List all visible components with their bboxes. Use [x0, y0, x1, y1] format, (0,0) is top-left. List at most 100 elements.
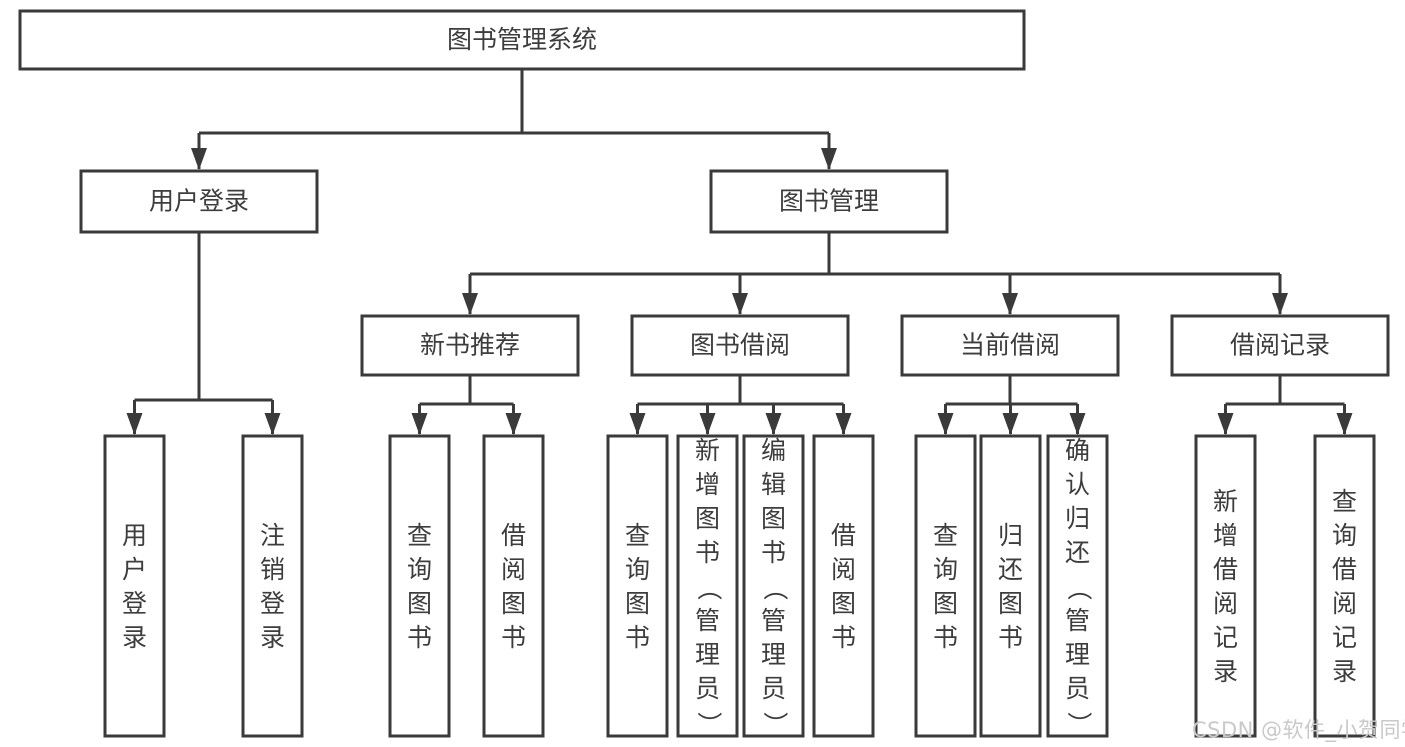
leaf-label-char: ） [1065, 711, 1094, 736]
level2-node[interactable]: 用户登录 [79, 169, 319, 234]
arrow-head [629, 413, 646, 435]
node-layer: 图书管理系统用户登录图书管理新书推荐图书借阅当前借阅借阅记录用户登录注销登录查询… [18, 9, 1390, 738]
leaf-box [482, 434, 545, 738]
leaf-label-char: 查 [1332, 487, 1357, 516]
leaf-label-char: 图 [501, 589, 526, 618]
level3-node[interactable]: 图书借阅 [630, 314, 850, 377]
leaf-label-char: 借 [1332, 555, 1357, 584]
leaf-label-char: 阅 [501, 555, 526, 584]
leaf-label-char: 书 [625, 623, 650, 652]
leaf-label-char: 户 [122, 555, 147, 584]
arrow-head [126, 413, 143, 435]
leaf-label-char: 还 [998, 555, 1023, 584]
arrow-head [1002, 413, 1019, 435]
leaf-box [606, 434, 669, 738]
arrow-head [505, 413, 522, 435]
node-label: 用户登录 [149, 187, 249, 216]
node-label: 图书管理 [779, 187, 879, 216]
leaf-label-char: 询 [933, 555, 958, 584]
node-label: 图书管理系统 [447, 25, 597, 54]
node-box [1170, 314, 1390, 377]
leaf-label-char: 员 [695, 674, 720, 703]
arrow-head [411, 413, 428, 435]
leaf-box [103, 434, 166, 738]
level3-node[interactable]: 借阅记录 [1170, 314, 1390, 377]
leaf-node[interactable]: 用户登录 [103, 434, 166, 738]
arrow-head [732, 293, 748, 315]
leaf-box [812, 434, 875, 738]
leaf-label-char: 增 [1213, 521, 1238, 550]
leaf-label-char: 确 [1065, 436, 1090, 465]
arrow-head [1069, 413, 1086, 435]
leaf-label-char: 录 [1213, 657, 1238, 686]
level3-node[interactable]: 当前借阅 [900, 314, 1120, 377]
leaf-label-char: 图 [625, 589, 650, 618]
arrow-head [1002, 293, 1018, 315]
leaf-label-char: 书 [998, 623, 1023, 652]
leaf-box [1194, 434, 1257, 738]
leaf-label-char: 图 [933, 589, 958, 618]
leaf-label-char: 书 [933, 623, 958, 652]
leaf-label-char: 书 [501, 623, 526, 652]
arrow-head [1217, 413, 1234, 435]
connector-layer [126, 69, 1353, 435]
arrow-head [835, 413, 852, 435]
leaf-label-char: 还 [1065, 538, 1090, 567]
leaf-label-char: 查 [407, 521, 432, 550]
level2-node[interactable]: 图书管理 [709, 169, 949, 234]
leaf-label-char: 图 [695, 504, 720, 533]
node-box [900, 314, 1120, 377]
leaf-label-char: 理 [1065, 640, 1090, 669]
leaf-label-char: 增 [695, 470, 720, 499]
leaf-box [241, 434, 304, 738]
leaf-label-char: 管 [695, 606, 720, 635]
leaf-label-char: 录 [260, 623, 285, 652]
leaf-label-char: 书 [831, 623, 856, 652]
leaf-label-char: （ [1065, 575, 1094, 600]
node-label: 当前借阅 [960, 331, 1060, 360]
leaf-label-char: 管 [1065, 606, 1090, 635]
leaf-label-char: 员 [1065, 674, 1090, 703]
leaf-box [979, 434, 1042, 738]
leaf-label-char: 管 [761, 606, 786, 635]
leaf-label-char: 员 [761, 674, 786, 703]
arrow-head [264, 413, 281, 435]
leaf-label-char: 新 [1213, 487, 1238, 516]
leaf-label-char: （ [695, 575, 724, 600]
node-label: 新书推荐 [420, 331, 520, 360]
leaf-label-char: 登 [122, 589, 147, 618]
leaf-label-char: 借 [1213, 555, 1238, 584]
leaf-label-char: ） [761, 711, 790, 736]
arrow-head [1272, 293, 1288, 315]
leaf-label-char: 销 [260, 555, 285, 584]
leaf-box [742, 434, 805, 738]
leaf-label-char: 书 [407, 623, 432, 652]
leaf-label-char: 用 [122, 521, 147, 550]
leaf-label-char: 新 [695, 436, 720, 465]
level3-node[interactable]: 新书推荐 [360, 314, 580, 377]
leaf-label-char: 认 [1065, 470, 1090, 499]
leaf-label-char: 理 [761, 640, 786, 669]
leaf-box [1313, 434, 1376, 738]
root-node[interactable]: 图书管理系统 [18, 9, 1026, 71]
node-label: 图书借阅 [690, 331, 790, 360]
node-box [709, 169, 949, 234]
node-label: 借阅记录 [1230, 331, 1330, 360]
leaf-label-char: 书 [695, 538, 720, 567]
leaf-label-char: 书 [761, 538, 786, 567]
leaf-label-char: 注 [260, 521, 285, 550]
